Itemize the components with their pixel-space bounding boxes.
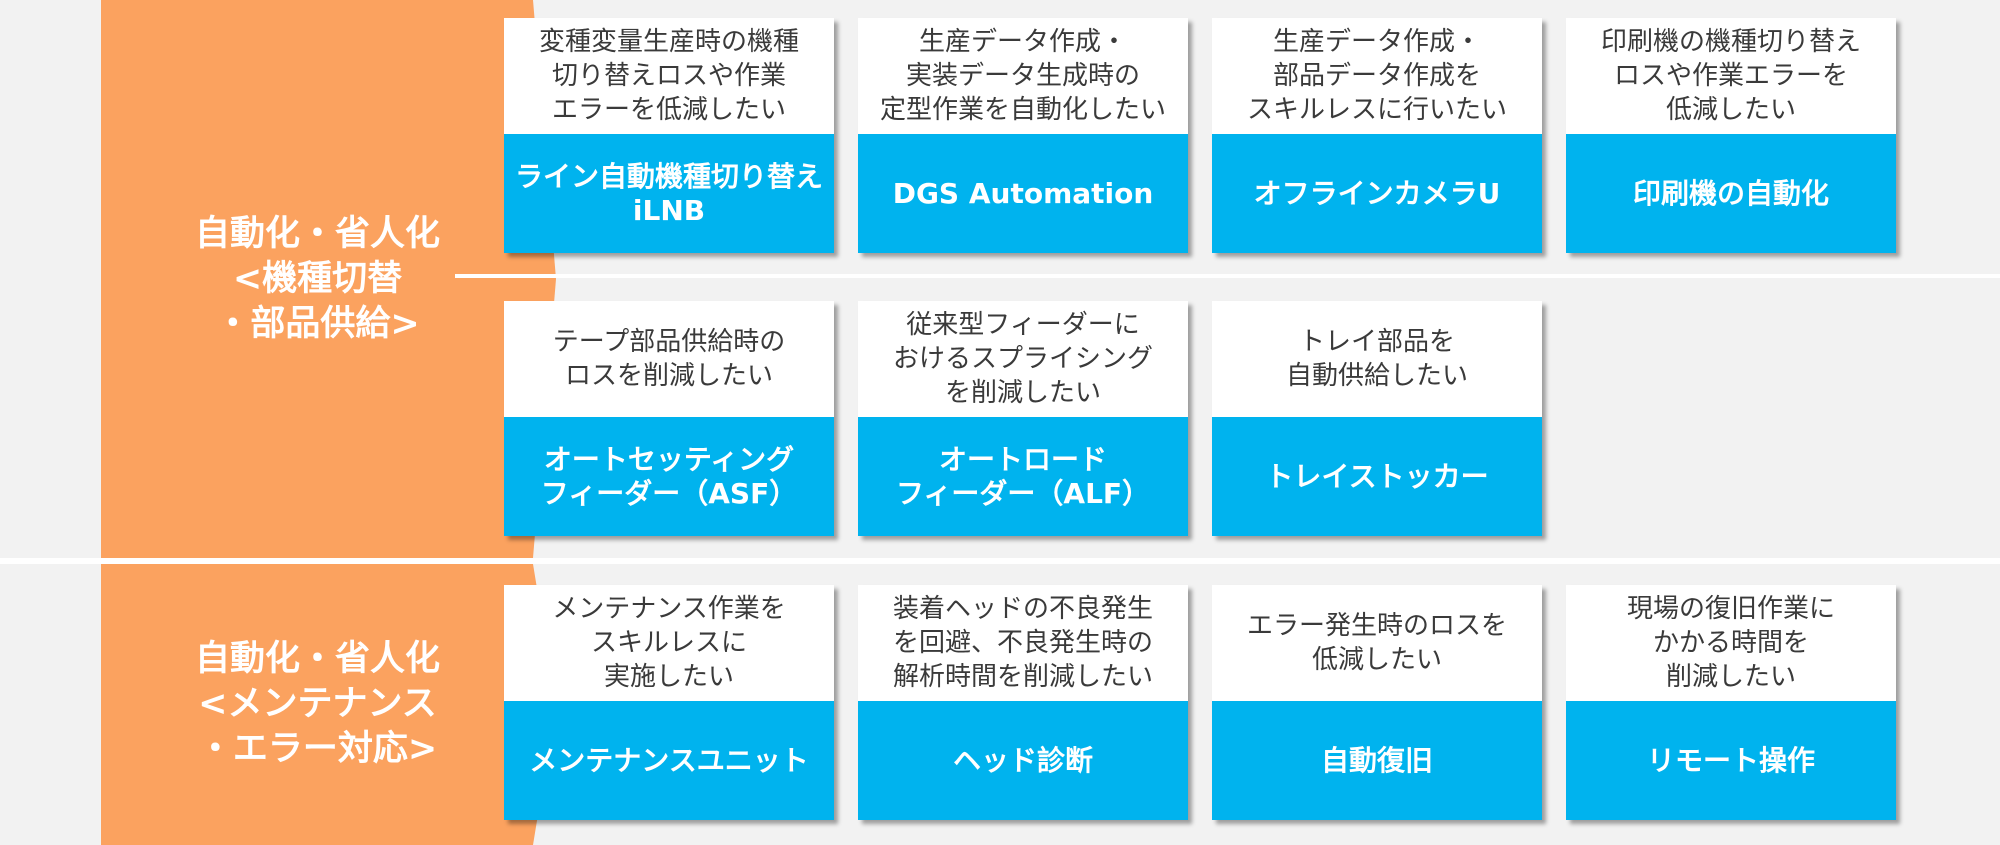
card-product-name: オートロード フィーダー（ALF）: [858, 417, 1188, 536]
category-panel-changeover-supply: 自動化・省人化 <機種切替 ・部品供給>: [101, 0, 556, 558]
card-product-name: ライン自動機種切り替え iLNB: [504, 134, 834, 253]
card-product-name: 印刷機の自動化: [1566, 134, 1896, 253]
card-need-text: 生産データ作成・ 部品データ作成を スキルレスに行いたい: [1246, 27, 1507, 125]
card-product-name: オフラインカメラU: [1212, 134, 1542, 253]
card-need-text: 現場の復旧作業に かかる時間を 削減したい: [1626, 594, 1835, 692]
card-need-text: 従来型フィーダーに おけるスプライシング を削減したい: [892, 310, 1153, 408]
category-label: 自動化・省人化 <メンテナンス ・エラー対応>: [194, 639, 440, 769]
solution-card: 装着ヘッドの不良発生 を回避、不良発生時の 解析時間を削減したい ヘッド診断: [858, 585, 1188, 820]
solution-card: エラー発生時のロスを 低減したい 自動復旧: [1212, 585, 1542, 820]
category-label: 自動化・省人化 <機種切替 ・部品供給>: [194, 213, 440, 344]
solution-card: 生産データ作成・ 部品データ作成を スキルレスに行いたい オフラインカメラU: [1212, 18, 1542, 253]
card-need-text: テープ部品供給時の ロスを削減したい: [552, 327, 786, 391]
solution-card: メンテナンス作業を スキルレスに 実施したい メンテナンスユニット: [504, 585, 834, 820]
card-product-name: トレイストッカー: [1212, 417, 1542, 536]
card-need-text: メンテナンス作業を スキルレスに 実施したい: [552, 594, 786, 692]
solution-card: 生産データ作成・ 実装データ生成時の 定型作業を自動化したい DGS Autom…: [858, 18, 1188, 253]
card-need-text: トレイ部品を 自動供給したい: [1285, 327, 1468, 391]
card-need-text: 印刷機の機種切り替え ロスや作業エラーを 低減したい: [1600, 27, 1861, 125]
solution-card: テープ部品供給時の ロスを削減したい オートセッティング フィーダー（ASF）: [504, 301, 834, 536]
category-panel-maintenance-error: 自動化・省人化 <メンテナンス ・エラー対応>: [101, 564, 556, 845]
solution-card: トレイ部品を 自動供給したい トレイストッカー: [1212, 301, 1542, 536]
band-divider: [0, 558, 2000, 564]
card-need-text: 生産データ作成・ 実装データ生成時の 定型作業を自動化したい: [879, 27, 1166, 125]
card-product-name: リモート操作: [1566, 701, 1896, 820]
card-need-text: エラー発生時のロスを 低減したい: [1246, 611, 1507, 675]
card-product-name: メンテナンスユニット: [504, 701, 834, 820]
card-need-text: 変種変量生産時の機種 切り替えロスや作業 エラーを低減したい: [538, 27, 799, 125]
solution-card: 印刷機の機種切り替え ロスや作業エラーを 低減したい 印刷機の自動化: [1566, 18, 1896, 253]
card-product-name: 自動復旧: [1212, 701, 1542, 820]
card-product-name: オートセッティング フィーダー（ASF）: [504, 417, 834, 536]
card-product-name: ヘッド診断: [858, 701, 1188, 820]
solution-card: 変種変量生産時の機種 切り替えロスや作業 エラーを低減したい ライン自動機種切り…: [504, 18, 834, 253]
solution-card: 従来型フィーダーに おけるスプライシング を削減したい オートロード フィーダー…: [858, 301, 1188, 536]
solution-card: 現場の復旧作業に かかる時間を 削減したい リモート操作: [1566, 585, 1896, 820]
card-product-name: DGS Automation: [858, 134, 1188, 253]
card-need-text: 装着ヘッドの不良発生 を回避、不良発生時の 解析時間を削減したい: [892, 594, 1153, 692]
row-divider: [455, 274, 2000, 278]
